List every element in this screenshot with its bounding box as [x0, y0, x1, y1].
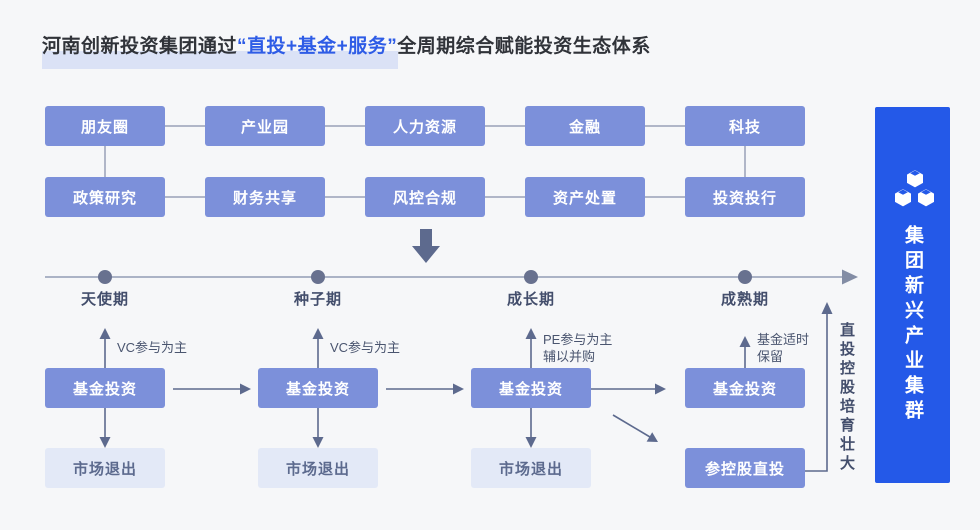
- up-arrowhead-icon: [739, 336, 751, 347]
- service-box: 朋友圈: [45, 106, 165, 146]
- diagonal-arrow: [612, 414, 651, 438]
- timeline-dot: [524, 270, 538, 284]
- down-arrow-icon: [412, 229, 440, 263]
- title-accent: “直投+基金+服务”: [237, 36, 398, 57]
- service-box: 资产处置: [525, 177, 645, 217]
- right-arrowhead-icon: [240, 383, 251, 395]
- service-box: 产业园: [205, 106, 325, 146]
- stage-label: 成长期: [506, 291, 555, 308]
- note-label: VC参与为主: [330, 340, 401, 355]
- stage-label: 种子期: [293, 291, 342, 308]
- up-arrowhead-icon: [525, 328, 537, 339]
- service-box: 投资投行: [685, 177, 805, 217]
- market-exit-box: 市场退出: [45, 448, 165, 488]
- note-label: PE参与为主 辅以并购: [543, 332, 613, 364]
- diagonal-arrowhead-icon: [646, 432, 658, 442]
- down-arrowhead-icon: [99, 437, 111, 448]
- industry-cluster-bar: 集团新兴产业集群: [875, 107, 950, 483]
- elbow-up-arrowhead-icon: [821, 302, 833, 314]
- down-arrowhead-icon: [525, 437, 537, 448]
- growth-note-vertical: 直投控股培育壮大: [838, 322, 855, 474]
- service-box: 科技: [685, 106, 805, 146]
- stage-label: 成熟期: [720, 291, 769, 308]
- industry-cluster-label: 集团新兴产业集群: [902, 225, 923, 425]
- service-box: 财务共享: [205, 177, 325, 217]
- timeline-dot: [311, 270, 325, 284]
- note-label: 基金适时 保留: [757, 332, 810, 364]
- down-arrowhead-icon: [312, 437, 324, 448]
- timeline-axis: [45, 269, 858, 285]
- right-arrowhead-icon: [655, 383, 666, 395]
- right-arrowhead-icon: [453, 383, 464, 395]
- service-box: 人力资源: [365, 106, 485, 146]
- timeline-dot: [98, 270, 112, 284]
- up-arrowhead-icon: [99, 328, 111, 339]
- title-highlight: [42, 51, 398, 69]
- market-exit-box: 市场退出: [471, 448, 591, 488]
- cubes-icon: [892, 168, 936, 209]
- fund-invest-box: 基金投资: [685, 368, 805, 408]
- fund-invest-box: 基金投资: [45, 368, 165, 408]
- note-label: VC参与为主: [117, 340, 188, 355]
- timeline-arrowhead-icon: [842, 269, 858, 285]
- up-arrowhead-icon: [312, 328, 324, 339]
- service-box: 风控合规: [365, 177, 485, 217]
- direct-invest-box: 参控股直投: [685, 448, 805, 488]
- timeline-dot: [738, 270, 752, 284]
- market-exit-box: 市场退出: [258, 448, 378, 488]
- page-title: 河南创新投资集团通过“直投+基金+服务”全周期综合赋能投资生态体系: [42, 33, 651, 60]
- service-box: 金融: [525, 106, 645, 146]
- service-box: 政策研究: [45, 177, 165, 217]
- stage-label: 天使期: [80, 291, 129, 308]
- fund-invest-box: 基金投资: [471, 368, 591, 408]
- title-suffix: 全周期综合赋能投资生态体系: [397, 36, 651, 57]
- title-prefix: 河南创新投资集团通过: [42, 36, 238, 57]
- fund-invest-box: 基金投资: [258, 368, 378, 408]
